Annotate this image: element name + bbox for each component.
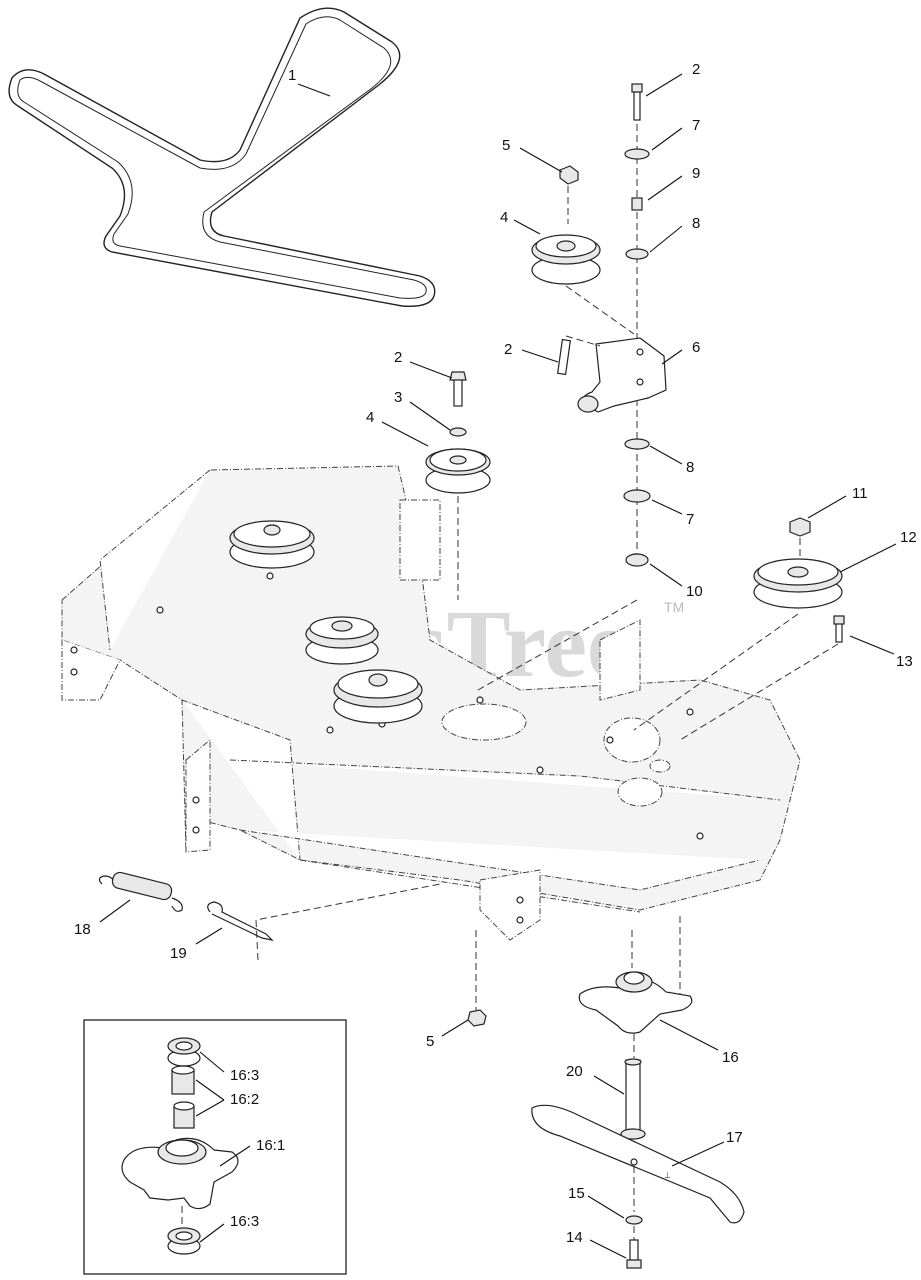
- callout-pin-19: 19: [170, 945, 187, 962]
- idler-pulley-right: [531, 234, 601, 285]
- washer-7-lower: [623, 489, 651, 503]
- watermark-trademark: TM: [664, 599, 684, 615]
- callout-washer-3: 3: [394, 389, 402, 406]
- callout-spacer-10: 10: [686, 583, 703, 600]
- callout-labels: 1 2 7 9 8 5 4 2 6 2 3 4 8 7 10 11 12 13 …: [74, 61, 917, 1246]
- pulley-12: [753, 558, 843, 609]
- spacer-10: [625, 553, 649, 567]
- callout-nut-5-top: 5: [502, 137, 510, 154]
- nut-5-bottom: [467, 1009, 487, 1027]
- pin-19: [207, 901, 274, 941]
- callout-belt: 1: [288, 67, 296, 84]
- belt: [8, 7, 436, 307]
- bolt-14: [626, 1239, 642, 1269]
- callout-inset-housing: 16:1: [256, 1137, 285, 1154]
- callout-washer-7-lower: 7: [686, 511, 694, 528]
- pin-2-mid: [556, 338, 572, 376]
- idler-nut-top: [559, 165, 579, 185]
- deck-pulley-middle: [305, 616, 379, 665]
- shaft-20: [620, 1058, 646, 1140]
- callout-idler-arm-6: 6: [692, 339, 700, 356]
- blade-17: ⊥: [531, 1104, 745, 1224]
- callout-bolt-top-right: 2: [692, 61, 700, 78]
- callout-washer-8-top: 8: [692, 215, 700, 232]
- mower-deck: [61, 465, 801, 941]
- idler-pulley-left: [425, 448, 491, 494]
- callout-blade-17: 17: [726, 1129, 743, 1146]
- callout-washer-8-lower: 8: [686, 459, 694, 476]
- callout-pulley-12: 12: [900, 529, 917, 546]
- callout-inset-spacers: 16:2: [230, 1091, 259, 1108]
- callout-bolt-2-left: 2: [394, 349, 402, 366]
- inset-spacer-upper: [171, 1065, 195, 1095]
- washer-8-top: [625, 248, 649, 260]
- callout-inset-bearing-top: 16:3: [230, 1067, 259, 1084]
- bolt-13: [833, 615, 845, 643]
- leader-lines: [99, 73, 897, 1259]
- callout-pin-2-mid: 2: [504, 341, 512, 358]
- inset-bearing-bottom: [167, 1227, 201, 1255]
- callout-shaft-20: 20: [566, 1063, 583, 1080]
- callout-bolt-14: 14: [566, 1229, 583, 1246]
- top-bolt: [631, 83, 643, 121]
- callout-nut-5-bottom: 5: [426, 1033, 434, 1050]
- svg-text:⊥: ⊥: [664, 1171, 671, 1180]
- washer-7-top: [624, 148, 650, 160]
- inset-bearing-top: [167, 1037, 201, 1067]
- callout-idler-4-right: 4: [500, 209, 508, 226]
- nut-11: [789, 517, 811, 537]
- idler-bolt-left: [449, 371, 467, 407]
- idler-washer-3: [449, 427, 467, 437]
- deck-pulley-right: [333, 669, 423, 724]
- callout-inset-bearing-bottom: 16:3: [230, 1213, 259, 1230]
- callout-spring-18: 18: [74, 921, 91, 938]
- idler-arm: [577, 337, 667, 413]
- washer-8-lower: [624, 438, 650, 450]
- deck-pulley-left: [229, 520, 315, 569]
- inset-spacer-lower: [173, 1101, 195, 1129]
- callout-washer-7-top: 7: [692, 117, 700, 134]
- callout-nut-11: 11: [852, 485, 868, 502]
- washer-15: [625, 1215, 643, 1225]
- callout-idler-4-left: 4: [366, 409, 374, 426]
- spring-18: [98, 871, 183, 912]
- spindle-16: [578, 971, 693, 1034]
- inset-box: [83, 1019, 347, 1275]
- inset-housing: [121, 1137, 239, 1210]
- callout-spacer-9: 9: [692, 165, 700, 182]
- callout-washer-15: 15: [568, 1185, 585, 1202]
- callout-spindle-16: 16: [722, 1049, 739, 1066]
- spacer-9: [631, 197, 643, 211]
- callout-bolt-13: 13: [896, 653, 913, 670]
